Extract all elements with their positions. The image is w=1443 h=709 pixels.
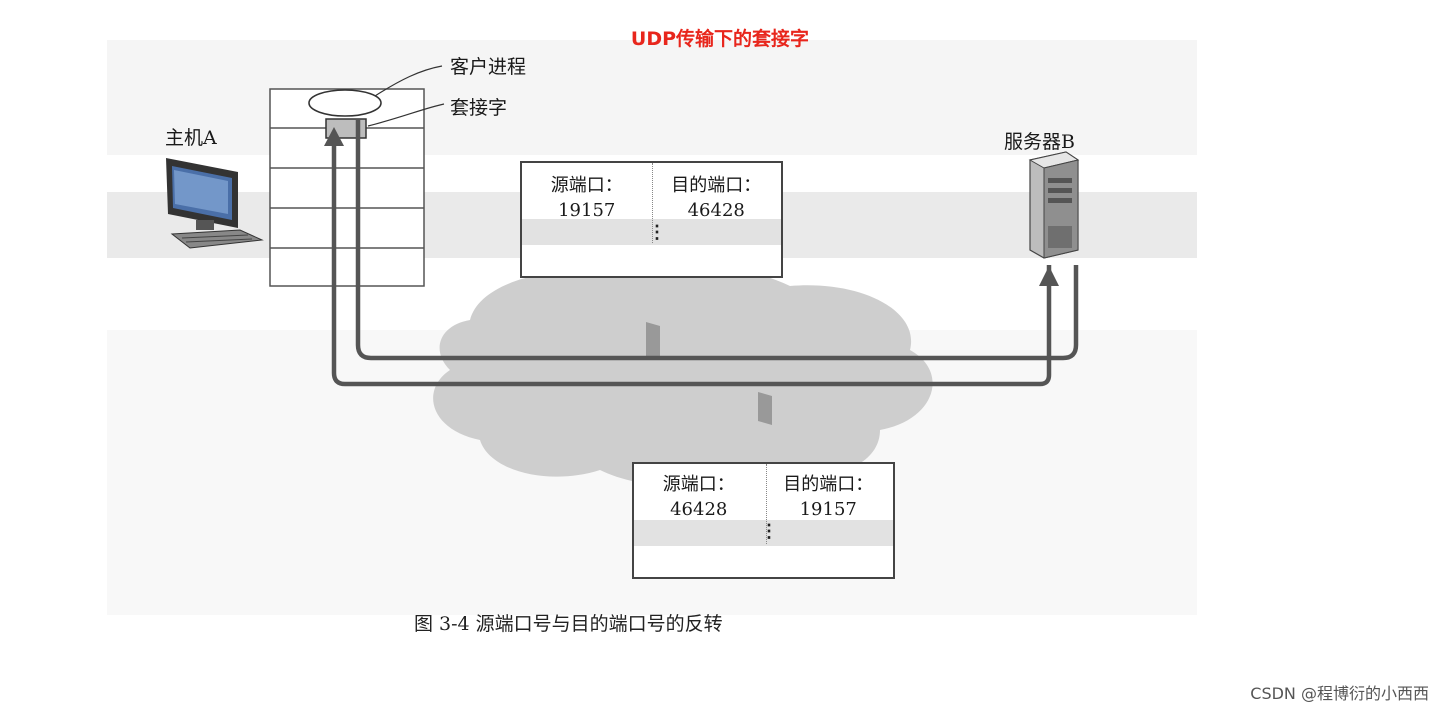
source-port-label: 源端口： bbox=[550, 175, 623, 196]
segment-return-shade bbox=[634, 520, 893, 546]
dest-port-label: 目的端口： bbox=[783, 474, 874, 495]
segment-return: 源端口： 目的端口： 46428 19157 ⋮ bbox=[632, 462, 895, 579]
source-port-value: 46428 bbox=[670, 499, 728, 520]
dest-port-value: 46428 bbox=[687, 200, 745, 221]
figure-caption: 图 3-4 源端口号与目的端口号的反转 bbox=[414, 613, 723, 635]
outbound-path bbox=[355, 119, 1079, 361]
client-process-leader bbox=[374, 65, 443, 97]
segment-outbound-divider bbox=[652, 163, 653, 243]
source-port-value: 19157 bbox=[558, 200, 616, 221]
segment-outbound-shade bbox=[522, 219, 781, 245]
return-arrowhead bbox=[324, 127, 344, 146]
segment-outbound-header-row: 源端口： 目的端口： bbox=[522, 171, 781, 197]
segment-outbound: 源端口： 目的端口： 19157 46428 ⋮ bbox=[520, 161, 783, 278]
segment-return-header-row: 源端口： 目的端口： bbox=[634, 470, 893, 496]
client-process-label: 客户进程 bbox=[450, 56, 527, 78]
socket-leader bbox=[367, 103, 445, 127]
segment-return-value-row: 46428 19157 bbox=[634, 499, 893, 520]
segment-outbound-value-row: 19157 46428 bbox=[522, 200, 781, 221]
network-cloud-icon bbox=[433, 264, 933, 488]
dest-port-label: 目的端口： bbox=[671, 175, 762, 196]
client-process-ellipse bbox=[308, 89, 382, 117]
outbound-arrowhead bbox=[1039, 266, 1059, 286]
return-path bbox=[331, 140, 1052, 387]
figure-heading: UDP传输下的套接字 bbox=[630, 28, 810, 50]
segment-outbound-ellipsis: ⋮ bbox=[648, 222, 666, 243]
segment-return-divider bbox=[766, 464, 767, 544]
host-a-label: 主机A bbox=[165, 127, 217, 149]
segment-return-ellipsis: ⋮ bbox=[760, 521, 778, 542]
source-port-label: 源端口： bbox=[662, 474, 735, 495]
desktop-computer-icon bbox=[166, 158, 264, 249]
csdn-watermark: CSDN @程博衍的小西西 bbox=[1250, 684, 1429, 703]
dest-port-value: 19157 bbox=[799, 499, 857, 520]
server-b-label: 服务器B bbox=[1004, 131, 1075, 153]
socket-label: 套接字 bbox=[450, 97, 508, 119]
server-tower-icon bbox=[1028, 151, 1080, 259]
